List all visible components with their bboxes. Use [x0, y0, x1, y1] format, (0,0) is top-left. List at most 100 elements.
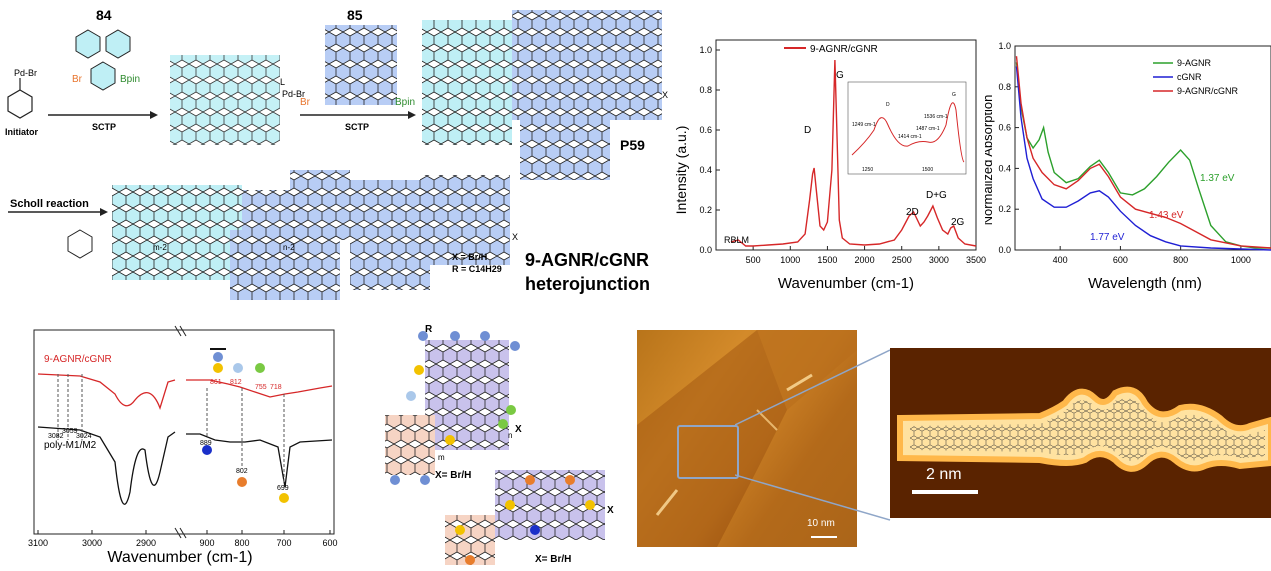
- ftir-peak-861: 861: [210, 379, 222, 386]
- stm-scale-bar-1: [811, 536, 837, 538]
- x-definition: X = Br/H: [452, 252, 487, 262]
- ftir-peak-755: 755: [255, 384, 267, 391]
- product-title-line-1: 9-AGNR/cGNR: [525, 250, 649, 270]
- raman-xtick-label: 1500: [817, 255, 837, 265]
- raman-inset-ann-6: G: [952, 92, 956, 98]
- heterojunction-product: [68, 170, 510, 300]
- br-label-2: Br: [300, 97, 311, 108]
- synthesis-scheme: Pd-Br Initiator 84 Br Bpin SCTP Pd-Br L …: [0, 0, 680, 300]
- color-coded-structures: R X n m X= Br/H X X= Br/H: [345, 300, 635, 566]
- absorption-xtick-label: 800: [1173, 255, 1188, 265]
- ftir-peak-3024: 3024: [76, 433, 92, 440]
- ftir-peak-718: 718: [270, 384, 282, 391]
- ftir-red-curve-left: [38, 374, 175, 408]
- p59-label: P59: [620, 137, 645, 153]
- absorption-ytick-label: 1.0: [998, 41, 1011, 51]
- stm-scale-bar-2: [912, 490, 978, 494]
- absorption-ann-red: 1.43 eV: [1149, 210, 1184, 221]
- raman-inset-ann-3: 1414 cm-1: [898, 134, 922, 140]
- absorption-legend-label-0: 9-AGNR: [1177, 58, 1212, 68]
- absorption-xtick-label: 400: [1053, 255, 1068, 265]
- absorption-plot-frame: [1015, 46, 1271, 250]
- ftir-dot-pale-blue: [233, 363, 243, 373]
- absorption-ann-green: 1.37 eV: [1200, 173, 1235, 184]
- raman-inset: 1250 1500 1249 cm-1 D 1414 cm-1 1487 cm-…: [848, 82, 966, 174]
- absorption-xtick-label: 600: [1113, 255, 1128, 265]
- monomer-84-number: 84: [96, 7, 112, 23]
- ftir-black-label: poly-M1/M2: [44, 440, 97, 451]
- raman-xtick-label: 1000: [780, 255, 800, 265]
- absorption-ytick-label: 0.4: [998, 163, 1011, 173]
- raman-xtick-label: 3000: [929, 255, 949, 265]
- bpin-label-2: Bpin: [395, 97, 415, 108]
- ftir-dot-yellow-1: [213, 363, 223, 373]
- raman-label-g: G: [836, 70, 844, 81]
- structure-1-n-label: n: [508, 431, 512, 440]
- ftir-xtick-label: 3100: [28, 538, 48, 548]
- raman-x-axis-label: Wavenumber (cm-1): [778, 275, 914, 292]
- raman-inset-ann-4: 1487 cm-1: [916, 126, 940, 132]
- raman-inset-xtick-1: 1250: [862, 167, 873, 173]
- p59-polymer: [422, 10, 662, 180]
- intermediate-polymer: [170, 55, 280, 145]
- ftir-axis-break-top-1: [175, 326, 181, 336]
- sctp-label-2: SCTP: [345, 122, 369, 132]
- structure-1-r-label: R: [425, 324, 433, 335]
- absorption-ann-blue: 1.77 eV: [1090, 232, 1125, 243]
- absorption-ytick-label: 0.2: [998, 204, 1011, 214]
- raman-label-d: D: [804, 125, 811, 136]
- raman-label-2d: 2D: [906, 207, 919, 218]
- ftir-red-label: 9-AGNR/cGNR: [44, 354, 112, 365]
- raman-ytick-label: 0.8: [699, 85, 712, 95]
- ftir-xtick-label: 3000: [82, 538, 102, 548]
- ftir-dot-blue-light: [213, 352, 223, 362]
- raman-xtick-label: 500: [746, 255, 761, 265]
- absorption-xtick-label: 1000: [1231, 255, 1251, 265]
- structure-1-x-label: X: [515, 424, 522, 435]
- monomer-85-number: 85: [347, 7, 363, 23]
- ftir-peak-699: 699: [277, 485, 289, 492]
- raman-inset-ann-1: 1249 cm-1: [852, 122, 876, 128]
- sctp-label-1: SCTP: [92, 122, 116, 132]
- raman-label-rblm: RBLM: [724, 235, 749, 245]
- n2-label: n-2: [283, 243, 295, 252]
- ftir-xtick-label: 600: [322, 538, 337, 548]
- absorption-ytick-label: 0.6: [998, 123, 1011, 133]
- raman-ytick-label: 0.0: [699, 245, 712, 255]
- ftir-xtick-label: 900: [199, 538, 214, 548]
- absorption-series-2: [1017, 56, 1271, 248]
- ftir-dot-blue: [202, 445, 212, 455]
- absorption-y-axis-label: Normalized Absorption: [985, 95, 995, 226]
- stm-zoom-box: [677, 425, 739, 479]
- raman-inset-xtick-2: 1500: [922, 167, 933, 173]
- raman-label-dg: D+G: [926, 190, 947, 201]
- raman-ytick-label: 1.0: [699, 45, 712, 55]
- ftir-peak-802: 802: [236, 468, 248, 475]
- structure-2-x-label: X: [607, 505, 614, 516]
- raman-y-axis-label: Intensity (a.u.): [676, 126, 689, 215]
- raman-xtick-label: 2500: [892, 255, 912, 265]
- ftir-peak-812: 812: [230, 379, 242, 386]
- ftir-dot-yellow-2: [279, 493, 289, 503]
- x-label-product: X: [512, 232, 518, 242]
- monomer-85: [325, 25, 397, 105]
- absorption-legend-label-2: 9-AGNR/cGNR: [1177, 86, 1239, 96]
- stm-scale-label-2: 2 nm: [926, 466, 962, 484]
- structure-1-m-label: m: [438, 453, 445, 462]
- stm-zoom-connector: [735, 345, 895, 525]
- m2-label: m-2: [153, 243, 167, 252]
- x-label-p59: X: [662, 90, 668, 100]
- structure-2-x-definition: X= Br/H: [535, 554, 571, 565]
- ftir-xtick-label: 2900: [136, 538, 156, 548]
- raman-xtick-label: 2000: [855, 255, 875, 265]
- absorption-ytick-label: 0.0: [998, 245, 1011, 255]
- structure-1-x-definition: X= Br/H: [435, 470, 471, 481]
- raman-inset-ann-5: 1536 cm-1: [924, 114, 948, 120]
- product-title-line-2: heterojunction: [525, 274, 650, 294]
- ftir-dot-orange: [237, 477, 247, 487]
- ftir-x-axis-label: Wavenumber (cm-1): [107, 549, 252, 566]
- ftir-xtick-label: 800: [234, 538, 249, 548]
- bpin-label: Bpin: [120, 74, 140, 85]
